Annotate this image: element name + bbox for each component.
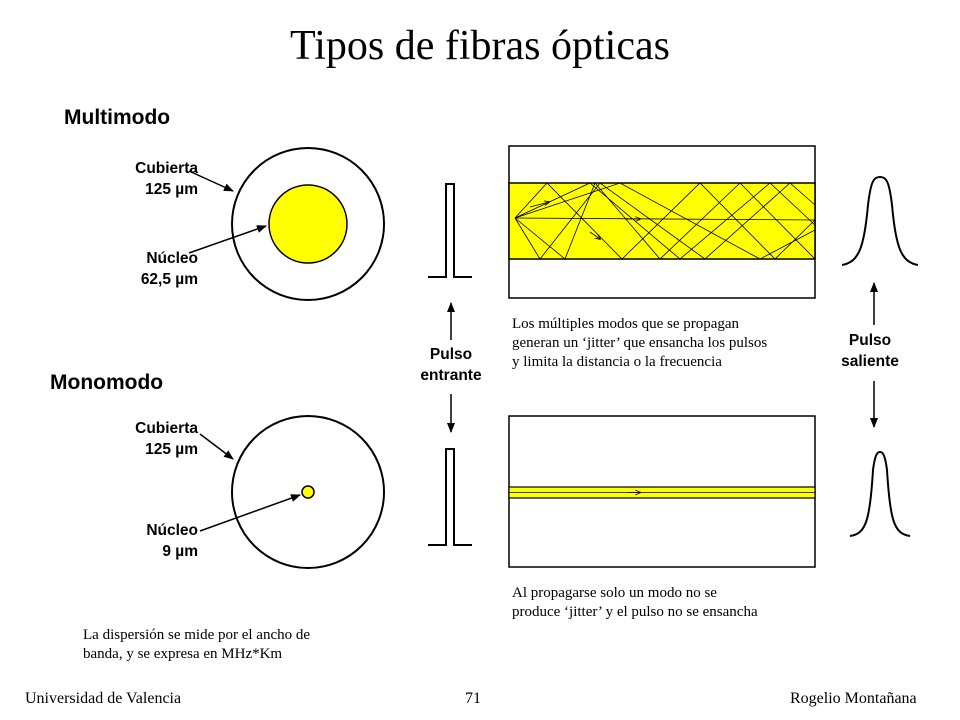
slide-title: Tipos de fibras ópticas — [290, 23, 670, 69]
singlemode-heading: Monomodo — [50, 371, 164, 394]
singlemode-core-name: Núcleo — [146, 522, 198, 539]
singlemode-core-size: 9 µm — [162, 543, 198, 560]
output-pulse-line2: saliente — [841, 353, 899, 370]
footer-page-number: 71 — [465, 690, 481, 707]
output-pulse-singlemode — [849, 450, 911, 537]
input-pulse-multimode — [428, 183, 472, 278]
output-pulse-line1: Pulso — [848, 332, 892, 349]
footer-right: Rogelio Montañana — [790, 690, 917, 707]
dispersion-note-line: La dispersión se mide por el ancho de — [83, 627, 311, 643]
multimode-description-line: Los múltiples modos que se propagan — [512, 316, 740, 332]
singlemode-fiber-side-view — [508, 415, 816, 568]
singlemode-description-line: Al propagarse solo un modo no se — [512, 585, 717, 601]
multimode-fiber-side-view — [508, 145, 816, 299]
multimode-core-circle — [268, 184, 348, 264]
dispersion-note-line: banda, y se expresa en MHz*Km — [83, 646, 283, 662]
multimode-description: Los múltiples modos que se propagan gene… — [512, 315, 767, 372]
singlemode-cladding-pointer — [199, 433, 234, 460]
footer-left: Universidad de Valencia — [25, 690, 182, 707]
input-pulse-label: Pulso entrante — [396, 344, 506, 386]
multimode-heading: Multimodo — [64, 106, 171, 129]
singlemode-core-circle — [301, 485, 315, 499]
multimode-cladding-name: Cubierta — [135, 160, 198, 177]
input-pulse-singlemode — [428, 448, 472, 546]
singlemode-cladding-label: Cubierta 125 µm — [96, 418, 198, 460]
singlemode-description: Al propagarse solo un modo no se produce… — [512, 584, 758, 622]
singlemode-description-line: produce ‘jitter’ y el pulso no se ensanc… — [512, 604, 758, 620]
multimode-cladding-pointer — [188, 170, 234, 192]
output-pulse-label: Pulso saliente — [815, 330, 925, 372]
multimode-fiber-core — [508, 182, 816, 260]
multimode-cladding-size: 125 µm — [145, 181, 198, 198]
multimode-core-label: Núcleo 62,5 µm — [96, 248, 198, 290]
singlemode-cladding-size: 125 µm — [145, 441, 198, 458]
multimode-cross-section — [231, 147, 385, 301]
multimode-cladding-label: Cubierta 125 µm — [96, 158, 198, 200]
output-pulse-multimode — [841, 175, 919, 266]
multimode-core-name: Núcleo — [146, 250, 198, 267]
input-pulse-line1: Pulso — [429, 346, 473, 363]
dispersion-note: La dispersión se mide por el ancho de ba… — [83, 626, 310, 664]
singlemode-cross-section — [231, 415, 385, 569]
multimode-core-pointer — [188, 225, 267, 254]
singlemode-core-label: Núcleo 9 µm — [96, 520, 198, 562]
multimode-core-size: 62,5 µm — [140, 271, 198, 288]
multimode-description-line: y limita la distancia o la frecuencia — [512, 354, 722, 370]
input-pulse-line2: entrante — [420, 367, 482, 384]
singlemode-core-pointer — [199, 494, 301, 532]
multimode-description-line: generan un ‘jitter’ que ensancha los pul… — [512, 335, 768, 351]
multimode-ray-paths — [514, 182, 816, 260]
singlemode-cladding-name: Cubierta — [135, 420, 198, 437]
